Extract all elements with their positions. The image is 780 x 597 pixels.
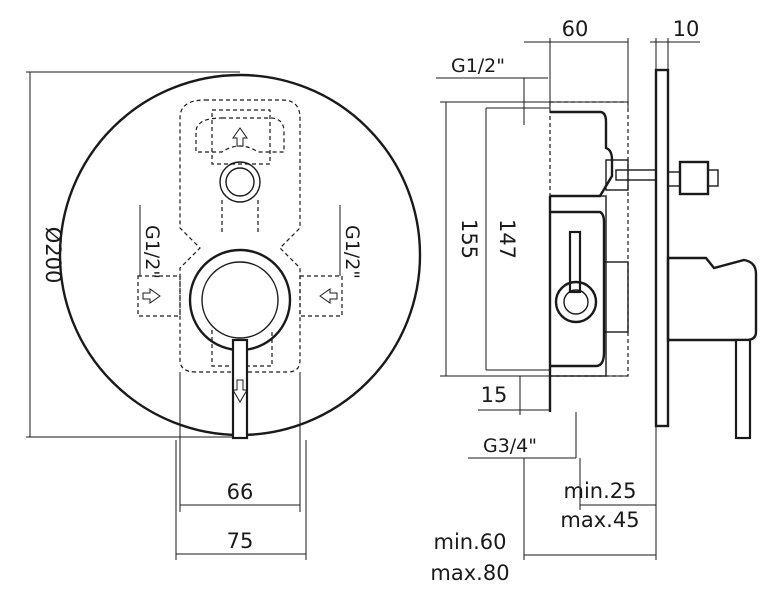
diverter-knob-cap xyxy=(707,169,719,187)
height-outer-label: 155 xyxy=(457,219,481,259)
flow-left-arrow-icon xyxy=(319,288,338,304)
lower-connector xyxy=(603,261,629,333)
inlet-right-label: G1/2" xyxy=(341,225,363,279)
body-inner-dashed xyxy=(195,117,285,153)
plate-label: 10 xyxy=(673,17,700,41)
diameter-label: Ø200 xyxy=(41,227,65,284)
depth-label: 60 xyxy=(562,17,589,41)
valve-core xyxy=(549,195,607,377)
body-outline-dashed xyxy=(179,99,301,373)
max-wall-label: max.80 xyxy=(430,561,509,585)
diverter-stem xyxy=(568,230,582,294)
width-outer-label: 75 xyxy=(227,529,254,553)
max-plate-label: max.45 xyxy=(560,508,639,532)
min-wall-label: min.60 xyxy=(434,530,507,554)
handle-ring-inner xyxy=(201,261,279,339)
handle-lever xyxy=(231,338,249,440)
diverter-knob xyxy=(678,160,710,196)
width-inner-label: 66 xyxy=(227,480,254,504)
flow-down-arrow-icon xyxy=(232,379,248,403)
outlet-label: G3/4" xyxy=(483,435,537,457)
flow-up-arrow-icon xyxy=(232,127,248,147)
inlet-right-box-dashed xyxy=(299,275,343,317)
side-view: 60 10 G1/2" 155 147 xyxy=(430,17,758,585)
body-box-dashed xyxy=(549,101,629,377)
stem-channel-dashed xyxy=(221,200,259,232)
upper-connector-shaft xyxy=(615,169,657,181)
diverter-knob-neck xyxy=(667,171,681,187)
diverter-inner-circle xyxy=(225,167,255,197)
min-plate-label: min.25 xyxy=(564,479,637,503)
inlet-left-box-dashed xyxy=(137,275,181,317)
handle-ring-outer xyxy=(188,248,292,352)
offset-label: 15 xyxy=(481,383,508,407)
diverter-ring-inner xyxy=(563,289,589,315)
front-view: Ø200 G1/2" G1/2" xyxy=(26,71,422,560)
inlet-top-label: G1/2" xyxy=(451,55,505,77)
inlet-left-label: G1/2" xyxy=(141,225,163,279)
upper-connector xyxy=(605,159,629,191)
handle-body xyxy=(666,256,758,342)
valve-body-upper xyxy=(550,110,614,198)
handle-lever-side xyxy=(734,338,752,440)
flow-right-arrow-icon xyxy=(142,288,161,304)
diverter-outer-circle xyxy=(219,161,261,203)
diverter-ring-outer xyxy=(554,280,598,324)
cartridge-window-dashed xyxy=(211,109,271,165)
wall-plate xyxy=(654,68,670,428)
height-inner-label: 147 xyxy=(495,219,519,259)
